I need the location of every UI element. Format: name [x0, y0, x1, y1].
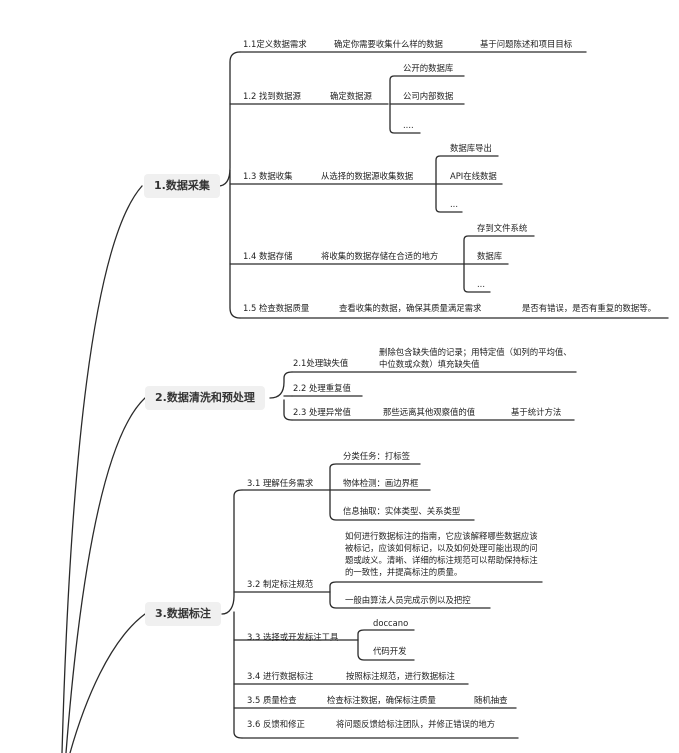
node-1-5-label[interactable]: 1.5 检查数据质量: [243, 303, 310, 313]
node-1-3-desc[interactable]: 从选择的数据源收集数据: [321, 171, 414, 181]
node-2-3-extra[interactable]: 基于统计方法: [511, 407, 562, 417]
node-1-4-desc[interactable]: 将收集的数据存储在合适的地方: [321, 251, 439, 261]
node-3-3-sub-2[interactable]: 代码开发: [373, 646, 407, 656]
node-3-5-desc[interactable]: 检查标注数据，确保标注质量: [327, 695, 436, 705]
node-3-6-label[interactable]: 3.6 反馈和修正: [247, 719, 305, 729]
node-3-1-sub-2[interactable]: 物体检测：画边界框: [343, 478, 419, 488]
node-3-4-label[interactable]: 3.4 进行数据标注: [247, 671, 314, 681]
node-3-6-desc[interactable]: 将问题反馈给标注团队，并修正错误的地方: [336, 719, 496, 729]
topic-data-labeling[interactable]: 3.数据标注: [145, 602, 221, 626]
node-1-1-desc[interactable]: 确定你需要收集什么样的数据: [334, 39, 443, 49]
node-3-5-label[interactable]: 3.5 质量检查: [247, 695, 297, 705]
node-2-2-label[interactable]: 2.2 处理重复值: [293, 383, 351, 393]
node-1-1-label[interactable]: 1.1定义数据需求: [243, 39, 307, 49]
node-1-4-sub-2[interactable]: 数据库: [477, 251, 503, 261]
node-1-3-label[interactable]: 1.3 数据收集: [243, 171, 293, 181]
node-1-2-sub-3[interactable]: ....: [403, 120, 414, 130]
node-1-3-sub-3[interactable]: ...: [450, 199, 458, 209]
node-3-3-sub-1[interactable]: doccano: [373, 618, 409, 628]
node-1-3-sub-1[interactable]: 数据库导出: [450, 143, 492, 153]
node-2-3-desc[interactable]: 那些远离其他观察值的值: [383, 407, 476, 417]
node-1-4-label[interactable]: 1.4 数据存储: [243, 251, 293, 261]
node-1-2-sub-1[interactable]: 公开的数据库: [403, 63, 454, 73]
node-2-1-desc[interactable]: 删除包含缺失值的记录；用特定值（如列的平均值、中位数或众数）填充缺失值: [379, 347, 572, 369]
topic-data-cleaning[interactable]: 2.数据清洗和预处理: [145, 386, 265, 410]
node-3-4-desc[interactable]: 按照标注规范，进行数据标注: [346, 671, 455, 681]
node-1-2-desc[interactable]: 确定数据源: [330, 91, 372, 101]
node-2-1-label[interactable]: 2.1处理缺失值: [293, 358, 349, 368]
node-1-5-extra[interactable]: 是否有错误，是否有重复的数据等。: [522, 303, 656, 313]
node-3-1-sub-1[interactable]: 分类任务：打标签: [343, 451, 410, 461]
node-3-1-sub-3[interactable]: 信息抽取：实体类型、关系类型: [343, 506, 461, 516]
node-3-2-label[interactable]: 3.2 制定标注规范: [247, 579, 314, 589]
node-1-4-sub-1[interactable]: 存到文件系统: [477, 223, 528, 233]
node-3-2-sub-1[interactable]: 如何进行数据标注的指南，它应该解释哪些数据应该被标记，应该如何标记，以及如何处理…: [345, 531, 538, 577]
topic-data-collection[interactable]: 1.数据采集: [144, 174, 220, 198]
node-1-5-desc[interactable]: 查看收集的数据，确保其质量满足需求: [339, 303, 482, 313]
node-1-2-label[interactable]: 1.2 找到数据源: [243, 91, 301, 101]
node-3-1-label[interactable]: 3.1 理解任务需求: [247, 478, 314, 488]
node-3-3-label[interactable]: 3.3 选择或开发标注工具: [247, 632, 339, 642]
node-3-5-extra[interactable]: 随机抽查: [474, 695, 508, 705]
node-3-2-sub-2[interactable]: 一般由算法人员完成示例以及把控: [345, 595, 471, 605]
node-1-3-sub-2[interactable]: API在线数据: [450, 171, 497, 181]
node-1-4-sub-3[interactable]: ...: [477, 279, 485, 289]
node-2-3-label[interactable]: 2.3 处理异常值: [293, 407, 351, 417]
node-1-2-sub-2[interactable]: 公司内部数据: [403, 91, 454, 101]
node-1-1-extra[interactable]: 基于问题陈述和项目目标: [480, 39, 573, 49]
